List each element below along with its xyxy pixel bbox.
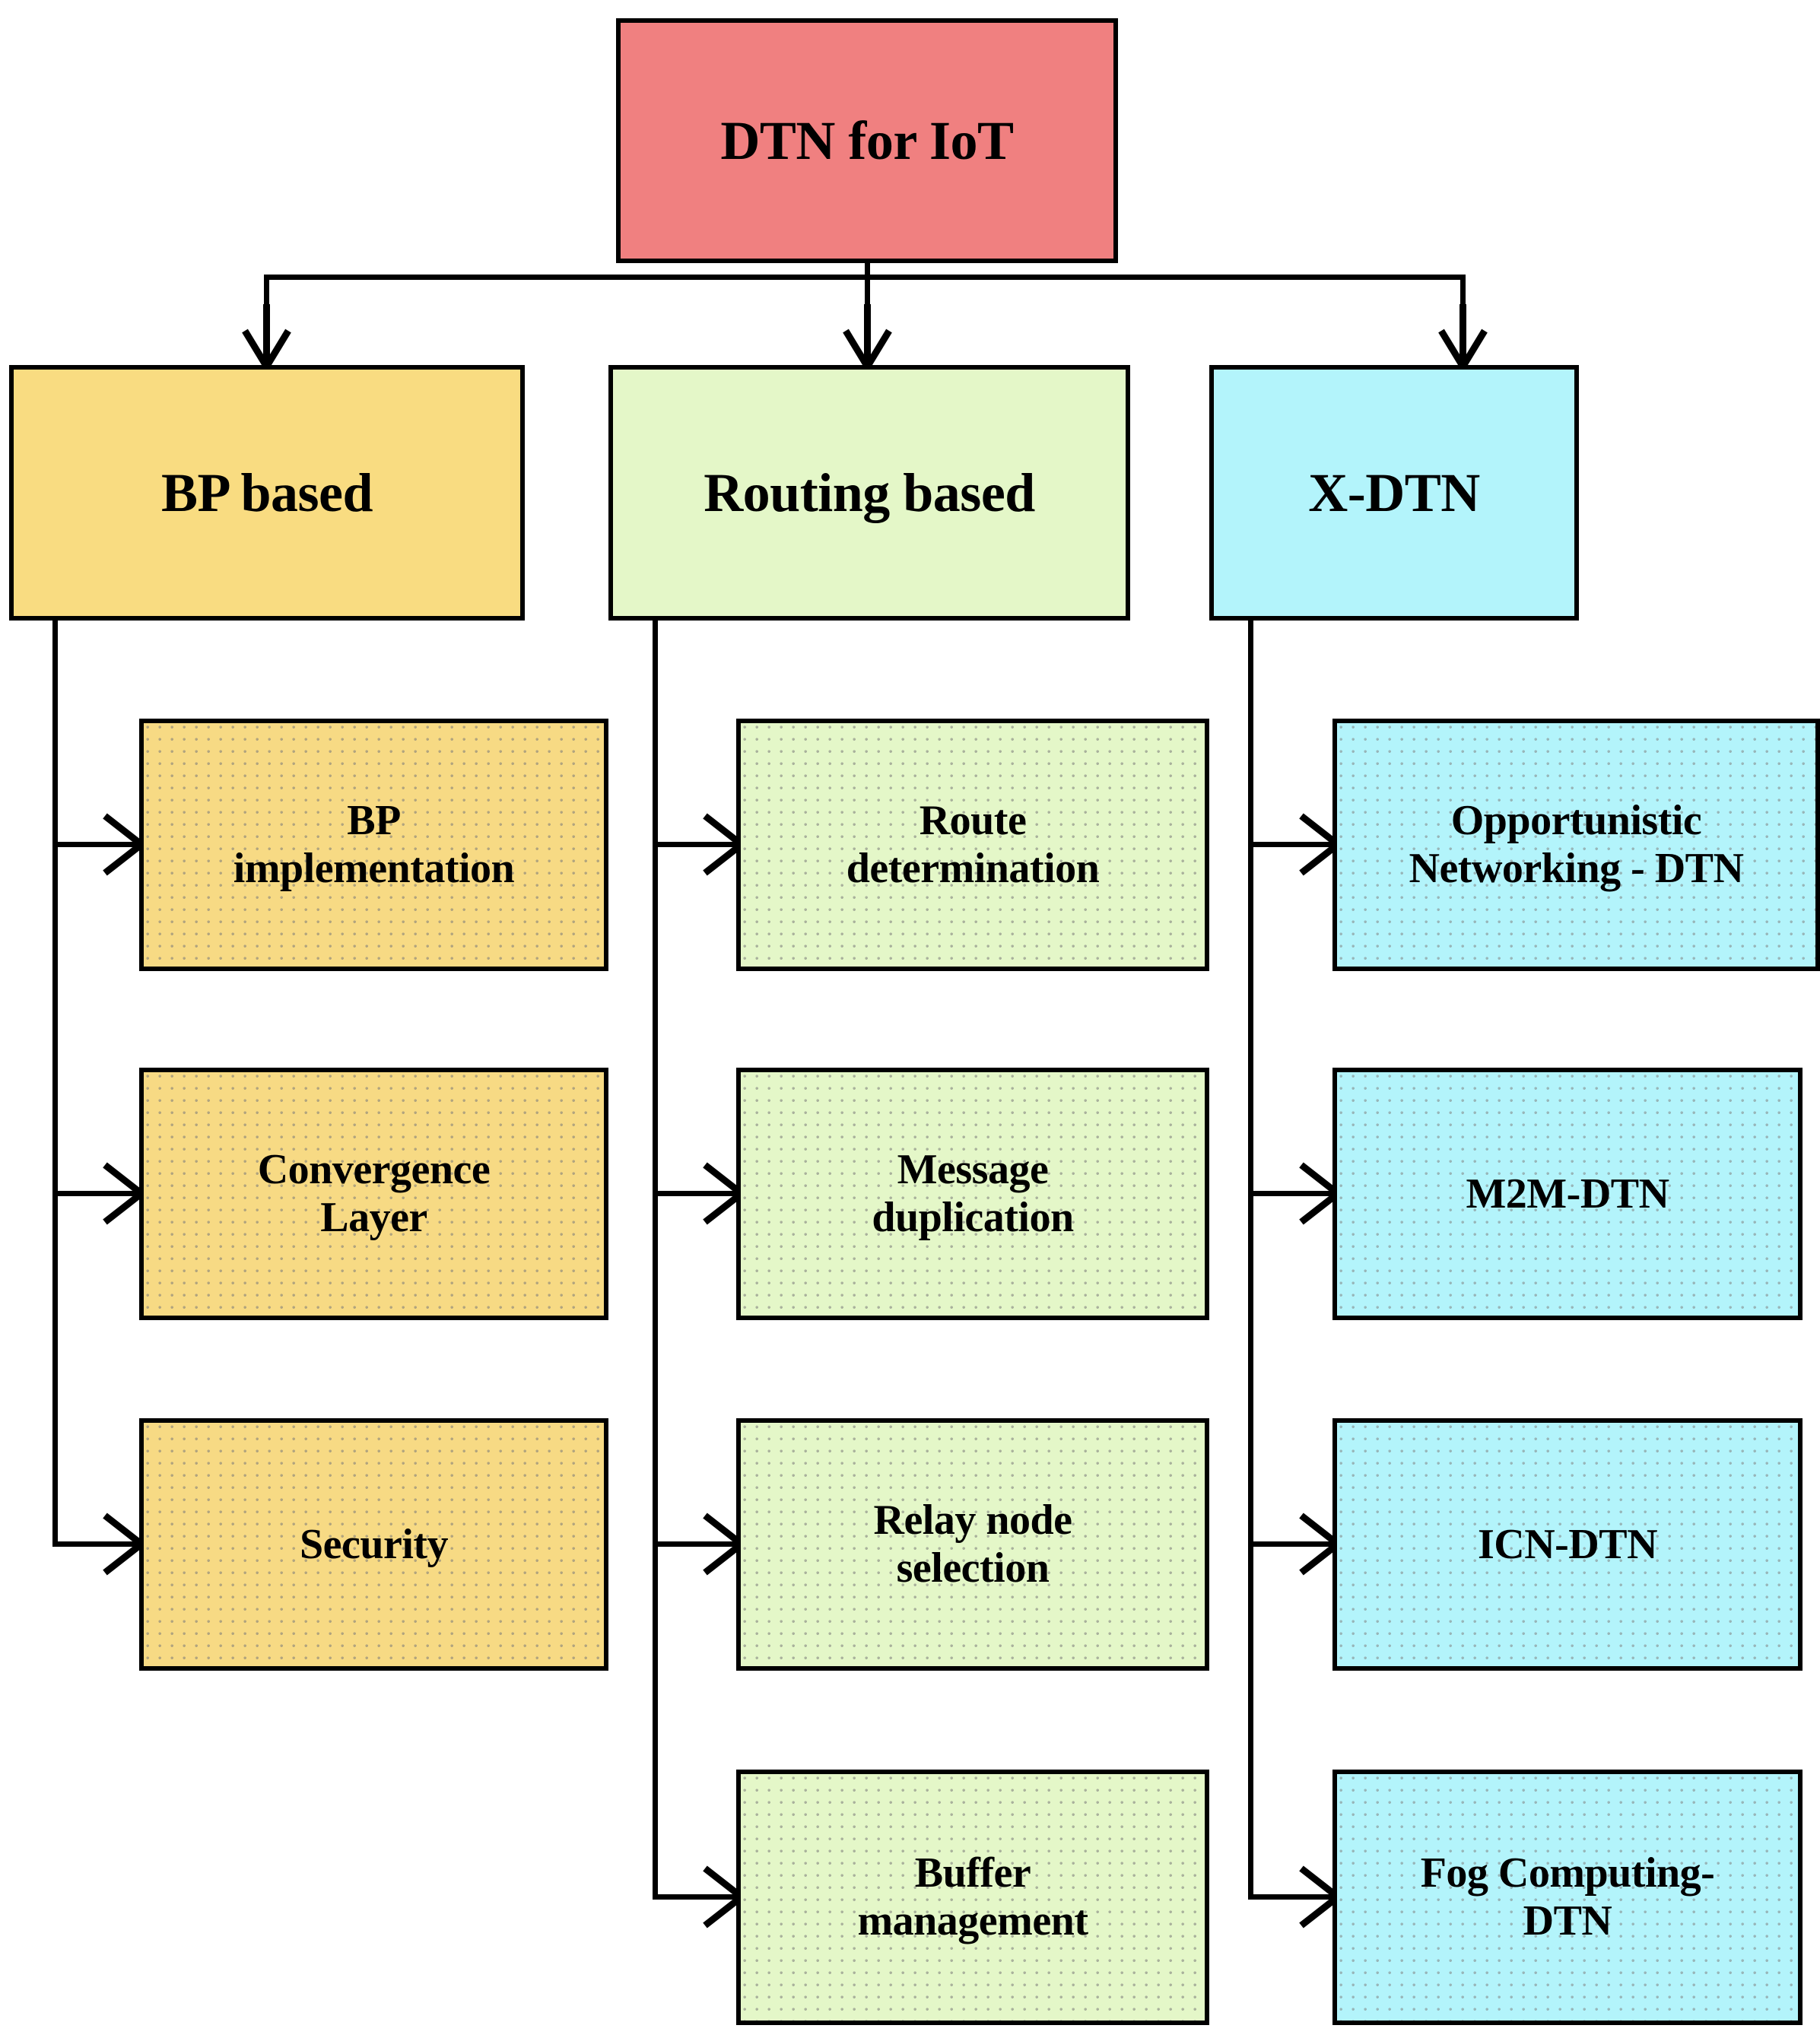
connector-root-drop-right (1460, 275, 1466, 319)
node-buffer-management[interactable]: Buffer management (736, 1770, 1209, 2025)
node-x-dtn[interactable]: X-DTN (1209, 365, 1579, 621)
node-label: Route determination (846, 797, 1100, 892)
node-label: BP implementation (233, 797, 515, 892)
node-bp-based[interactable]: BP based (9, 365, 525, 621)
node-bp-implementation[interactable]: BP implementation (139, 719, 608, 971)
connector-to-convergence-layer (52, 1191, 144, 1196)
connector-to-message-duplication (653, 1191, 744, 1196)
node-opportunistic-networking-dtn[interactable]: Opportunistic Networking - DTN (1332, 719, 1820, 971)
trunk-bp-based (52, 617, 58, 1547)
connector-to-bp-implementation (52, 842, 144, 847)
node-convergence-layer[interactable]: Convergence Layer (139, 1068, 608, 1320)
connector-to-buffer-management (653, 1894, 744, 1900)
arrowhead-to-routing-based (843, 304, 892, 373)
node-label: Convergence Layer (257, 1146, 491, 1241)
connector-to-fog-computing-dtn (1248, 1894, 1341, 1900)
arrowhead-to-x-dtn (1438, 304, 1488, 373)
node-fog-computing-dtn[interactable]: Fog Computing- DTN (1332, 1770, 1803, 2025)
connector-root-stem (865, 263, 870, 280)
node-routing-based[interactable]: Routing based (608, 365, 1130, 621)
node-label: Relay node selection (873, 1497, 1073, 1592)
node-label: DTN for IoT (720, 110, 1014, 171)
node-label: Message duplication (872, 1146, 1074, 1241)
connector-to-icn-dtn (1248, 1541, 1341, 1547)
connector-root-drop-mid (865, 275, 870, 319)
node-route-determination[interactable]: Route determination (736, 719, 1209, 971)
node-label: Routing based (704, 462, 1035, 523)
node-label: BP based (160, 462, 373, 523)
node-label: ICN-DTN (1477, 1520, 1658, 1568)
connector-to-security (52, 1541, 144, 1547)
node-label: X-DTN (1308, 462, 1480, 523)
node-label: Security (299, 1520, 449, 1568)
trunk-x-dtn (1248, 617, 1253, 1900)
node-relay-node-selection[interactable]: Relay node selection (736, 1418, 1209, 1671)
node-security[interactable]: Security (139, 1418, 608, 1671)
node-label: Fog Computing- DTN (1420, 1849, 1715, 1944)
node-message-duplication[interactable]: Message duplication (736, 1068, 1209, 1320)
node-label: Buffer management (857, 1849, 1088, 1944)
node-dtn-for-iot[interactable]: DTN for IoT (616, 18, 1118, 263)
node-icn-dtn[interactable]: ICN-DTN (1332, 1418, 1803, 1671)
connector-to-relay-node-selection (653, 1541, 744, 1547)
trunk-routing-based (653, 617, 658, 1900)
connector-to-route-determination (653, 842, 744, 847)
connector-to-m2m-dtn (1248, 1191, 1341, 1196)
node-m2m-dtn[interactable]: M2M-DTN (1332, 1068, 1803, 1320)
arrowhead-to-bp-based (242, 304, 291, 373)
node-label: M2M-DTN (1466, 1170, 1669, 1217)
node-label: Opportunistic Networking - DTN (1409, 797, 1744, 892)
connector-to-opportunistic-networking-dtn (1248, 842, 1341, 847)
connector-root-drop-left (264, 275, 269, 319)
